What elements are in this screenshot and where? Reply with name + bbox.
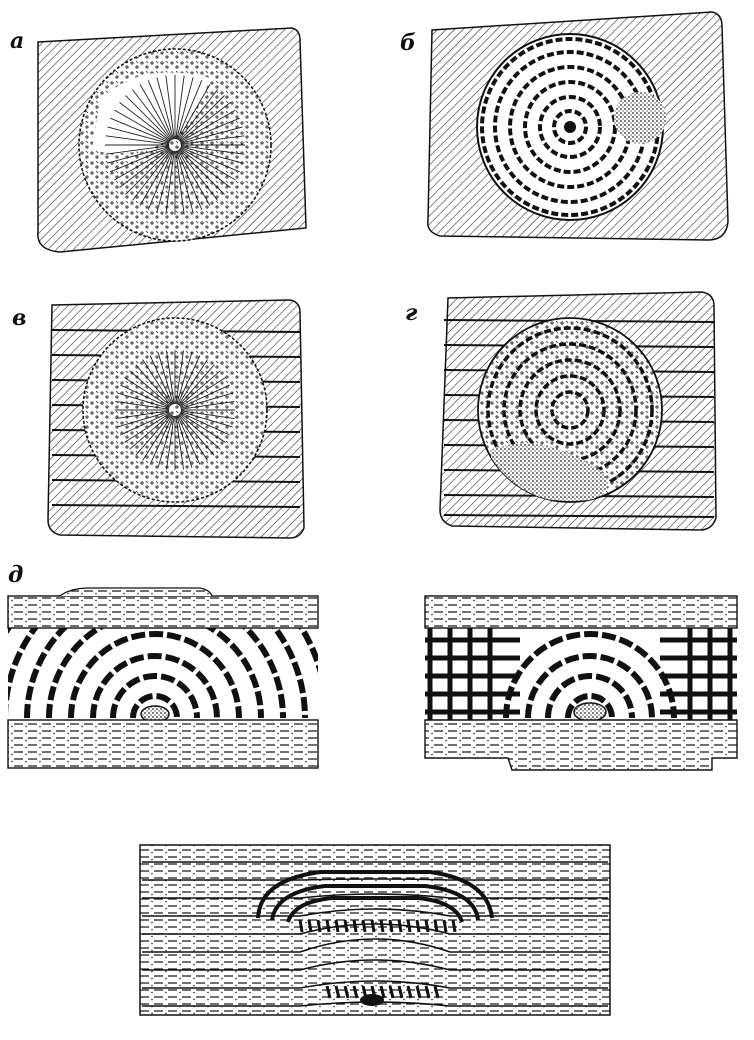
fringe-stroke <box>426 920 428 932</box>
panel-d-right <box>425 596 737 770</box>
fringe-stroke <box>354 920 356 932</box>
fringe-stroke <box>399 920 401 932</box>
fringe-stroke <box>372 920 374 932</box>
panel-d-left-top-bump <box>60 588 212 596</box>
fringe-stroke <box>453 920 455 932</box>
panel-d-right-bottom-layer <box>425 720 737 770</box>
panel-a <box>38 28 306 252</box>
fringe-stroke <box>417 920 419 932</box>
fringe-stroke <box>300 920 302 932</box>
fringe-stroke <box>363 920 365 932</box>
fringe-stroke <box>318 920 320 932</box>
fringe-stroke <box>327 920 329 932</box>
panel-b-dense-patch <box>614 92 666 144</box>
panel-v-disc <box>83 318 267 502</box>
fringe-stroke <box>444 920 446 932</box>
panel-label-b: б <box>400 30 416 56</box>
panel-d-right-top-layer <box>425 596 737 628</box>
fringe-stroke <box>381 920 383 932</box>
panel-label-a: а <box>10 28 24 54</box>
fringe-stroke <box>435 920 437 932</box>
panel-bottom-nucleus <box>360 994 384 1006</box>
panel-label-d: д <box>8 562 23 588</box>
fringe-stroke <box>345 920 347 932</box>
panel-v <box>48 300 304 538</box>
panel-b <box>428 12 728 240</box>
panel-label-g: г <box>405 300 418 326</box>
panel-label-v: в <box>12 305 26 331</box>
panel-b-core <box>564 121 576 133</box>
panel-d-right-nucleus <box>574 703 606 721</box>
panel-bottom <box>140 845 610 1015</box>
panel-d-left-arcs <box>0 546 327 718</box>
fringe-stroke <box>390 920 392 932</box>
panel-g <box>440 292 716 530</box>
fringe-stroke <box>309 920 311 932</box>
panel-d-left <box>0 546 327 768</box>
panel-d-left-bottom-layer <box>8 720 318 768</box>
panel-d-left-top-layer <box>8 596 318 628</box>
fringe-stroke <box>336 920 338 932</box>
fringe-stroke <box>408 920 410 932</box>
